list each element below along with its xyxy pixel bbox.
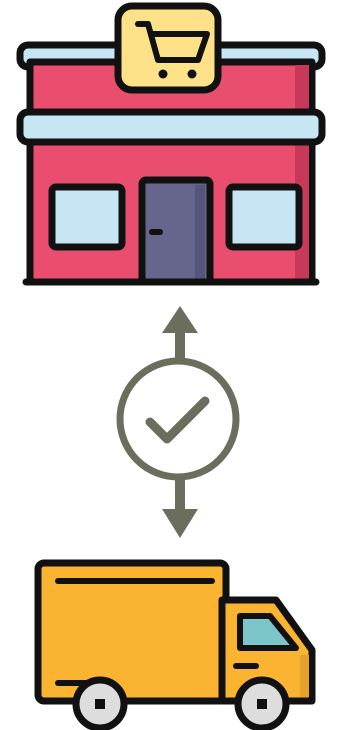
- shopping-cart-icon: [118, 6, 218, 90]
- rear-wheel: [76, 680, 124, 728]
- checkmark-circle-icon: [120, 361, 236, 477]
- front-wheel: [238, 680, 286, 728]
- delivery-truck-icon: [38, 563, 312, 728]
